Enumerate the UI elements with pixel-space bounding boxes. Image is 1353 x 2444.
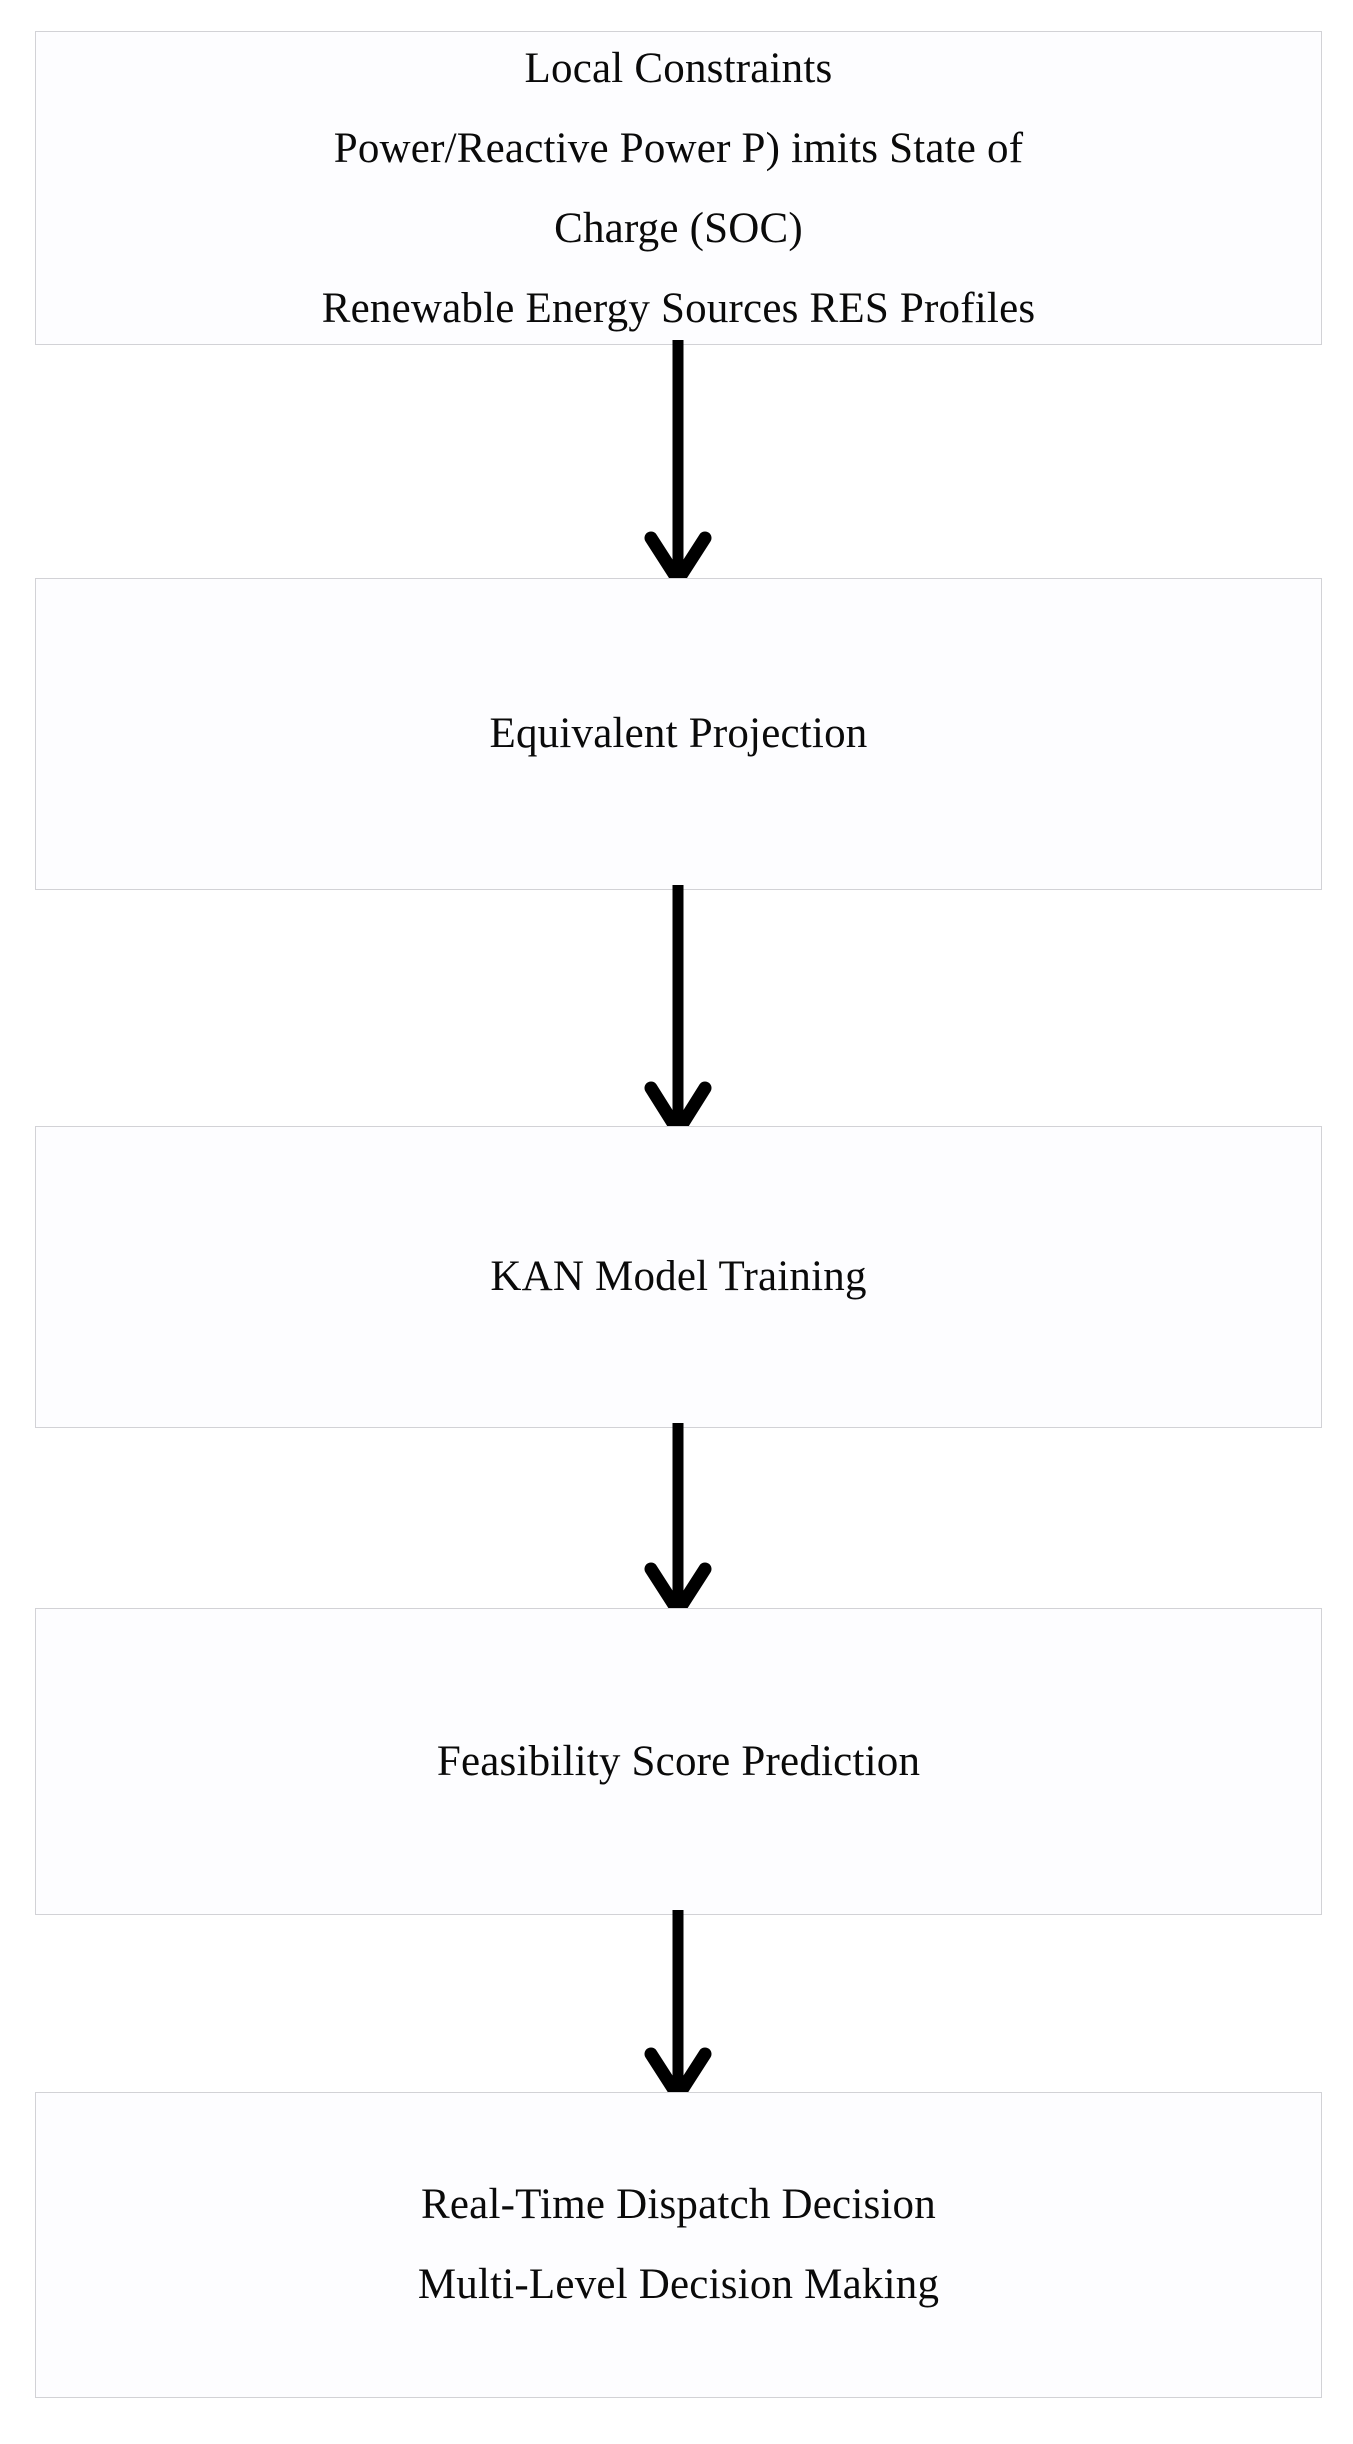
flow-node-equivalent-projection[interactable]: Equivalent Projection <box>35 578 1322 890</box>
flow-node-label: Local Constraints Power/Reactive Power P… <box>321 45 1036 332</box>
flow-node-label: Real-Time Dispatch Decision Multi-Level … <box>417 2181 940 2308</box>
flow-arrow-feasibility-score-prediction-to-real-time-dispatch-decision <box>0 1910 1353 2100</box>
flow-node-label: Feasibility Score Prediction <box>436 1737 921 1785</box>
flow-node-label: KAN Model Training <box>490 1253 867 1300</box>
down-arrow-icon <box>644 1423 712 1615</box>
down-arrow-icon <box>644 340 712 585</box>
flow-arrow-equivalent-projection-to-kan-model-training <box>0 885 1353 1135</box>
flow-arrow-kan-model-training-to-feasibility-score-prediction <box>0 1423 1353 1615</box>
down-arrow-icon <box>644 885 712 1135</box>
flow-arrow-local-constraints-to-equivalent-projection <box>0 340 1353 585</box>
flow-node-kan-model-training[interactable]: KAN Model Training <box>35 1126 1322 1428</box>
flow-node-label: Equivalent Projection <box>489 710 868 757</box>
down-arrow-icon <box>644 1910 712 2100</box>
flow-node-local-constraints[interactable]: Local Constraints Power/Reactive Power P… <box>35 31 1322 345</box>
flow-node-real-time-dispatch-decision[interactable]: Real-Time Dispatch Decision Multi-Level … <box>35 2092 1322 2398</box>
flow-node-feasibility-score-prediction[interactable]: Feasibility Score Prediction <box>35 1608 1322 1915</box>
